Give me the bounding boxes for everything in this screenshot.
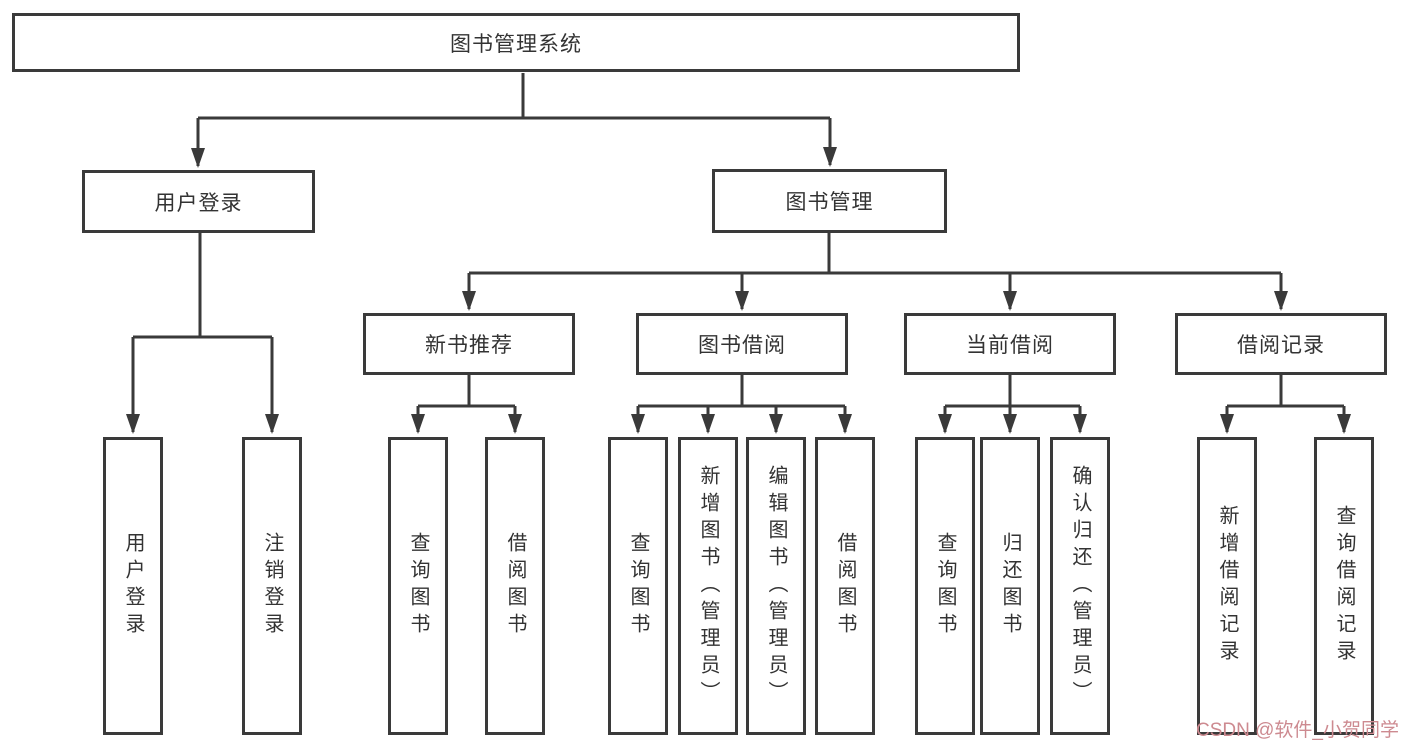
leaf-confirm-return-admin-label: 确认归还（管理员） <box>1069 464 1091 708</box>
leaf-add-borrow-record: 新增借阅记录 <box>1197 437 1257 735</box>
leaf-logout: 注销登录 <box>242 437 302 735</box>
node-user-login-label: 用户登录 <box>154 191 243 215</box>
leaf-borrow-book-recommend: 借阅图书 <box>485 437 545 735</box>
leaf-add-book-admin-label: 新增图书（管理员） <box>697 464 719 708</box>
node-current-borrow-label: 当前借阅 <box>966 334 1054 357</box>
leaf-query-book-current-label: 查询图书 <box>934 532 956 640</box>
leaf-query-book-recommend: 查询图书 <box>388 437 448 735</box>
leaf-user-login-label: 用户登录 <box>122 532 144 640</box>
leaf-user-login: 用户登录 <box>103 437 163 735</box>
node-book-management-label: 图书管理 <box>785 191 874 214</box>
leaf-add-borrow-record-label: 新增借阅记录 <box>1216 505 1238 667</box>
leaf-edit-book-admin-label: 编辑图书（管理员） <box>765 464 787 708</box>
node-root: 图书管理系统 <box>12 13 1020 72</box>
leaf-add-book-admin: 新增图书（管理员） <box>678 437 738 735</box>
leaf-return-book-label: 归还图书 <box>999 532 1021 640</box>
leaf-query-borrow-record: 查询借阅记录 <box>1314 437 1374 735</box>
leaf-query-borrow-record-label: 查询借阅记录 <box>1333 505 1355 667</box>
node-new-book-recommend-label: 新书推荐 <box>425 334 513 357</box>
node-user-login: 用户登录 <box>82 170 315 233</box>
leaf-borrow-book: 借阅图书 <box>815 437 875 735</box>
leaf-borrow-book-recommend-label: 借阅图书 <box>504 532 526 640</box>
node-book-borrow: 图书借阅 <box>636 313 848 375</box>
leaf-query-book-borrow-label: 查询图书 <box>627 532 649 640</box>
leaf-return-book: 归还图书 <box>980 437 1040 735</box>
leaf-edit-book-admin: 编辑图书（管理员） <box>746 437 806 735</box>
node-new-book-recommend: 新书推荐 <box>363 313 575 375</box>
watermark: CSDN @软件_小贺同学 <box>1196 720 1399 741</box>
leaf-logout-label: 注销登录 <box>261 532 283 640</box>
leaf-query-book-current: 查询图书 <box>915 437 975 735</box>
node-current-borrow: 当前借阅 <box>904 313 1116 375</box>
node-borrow-record-label: 借阅记录 <box>1237 334 1325 357</box>
node-book-borrow-label: 图书借阅 <box>698 334 786 357</box>
node-borrow-record: 借阅记录 <box>1175 313 1387 375</box>
leaf-borrow-book-label: 借阅图书 <box>834 532 856 640</box>
leaf-confirm-return-admin: 确认归还（管理员） <box>1050 437 1110 735</box>
node-book-management: 图书管理 <box>712 169 947 233</box>
node-root-label: 图书管理系统 <box>450 32 582 56</box>
leaf-query-book-borrow: 查询图书 <box>608 437 668 735</box>
leaf-query-book-recommend-label: 查询图书 <box>407 532 429 640</box>
